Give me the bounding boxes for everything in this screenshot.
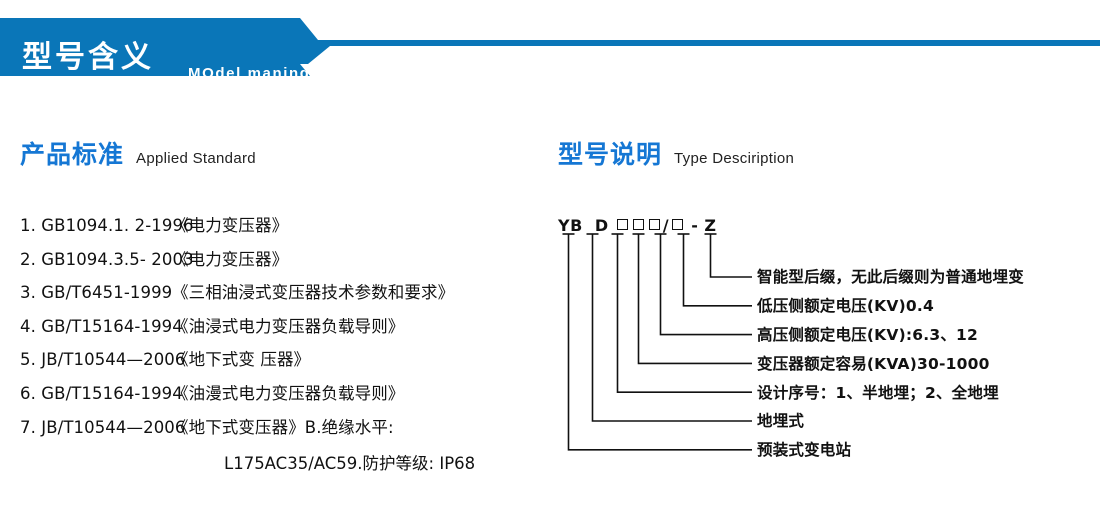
- type-code-box-2: [633, 219, 645, 230]
- type-code-box-1: [617, 219, 629, 230]
- type-description-item: 智能型后缀，无此后缀则为普通地埋变: [757, 268, 1024, 287]
- standard-item: 4. GB/T15164-1994《油浸式电力变压器负载导则》: [20, 316, 560, 337]
- standard-title: 《油漫式电力变压器负载导则》: [172, 384, 405, 404]
- standard-code: 6. GB/T15164-1994: [20, 384, 183, 404]
- standard-continuation-line: L175AC35/AC59.防护等级: IP68: [224, 454, 476, 474]
- standard-code: 4. GB/T15164-1994: [20, 316, 183, 336]
- type-description-list: 智能型后缀，无此后缀则为普通地埋变低压侧额定电压(KV)0.4 高压侧额定电压(K…: [757, 262, 1024, 464]
- leader-line-6: [682, 234, 752, 307]
- standard-title: 《电力变压器》: [172, 249, 289, 269]
- section-heading-en: Type Desciription: [674, 150, 795, 167]
- type-code-box-4: [671, 219, 683, 230]
- standard-item: 5. JB/T10544—2006《地下式变 压器》: [20, 349, 560, 370]
- type-description-item: 低压侧额定电压(KV)0.4: [757, 297, 934, 316]
- standard-title: 《地下式变 压器》: [172, 350, 311, 370]
- standard-code: 3. GB/T6451-1999: [20, 283, 173, 303]
- type-code-box-3: [649, 219, 661, 230]
- leader-line-7: [709, 234, 752, 278]
- banner-subtitle: MOdel maning: [188, 65, 311, 82]
- standard-item: 1. GB1094.1. 2-1996《电力变压器》: [20, 215, 560, 236]
- standard-code: 7. JB/T10544—2006: [20, 417, 186, 437]
- standards-list: 1. GB1094.1. 2-1996《电力变压器》2. GB1094.3.5-…: [20, 215, 560, 474]
- type-code-dash: -: [691, 216, 699, 235]
- standard-item: 2. GB1094.3.5- 2003《电力变压器》: [20, 249, 560, 270]
- leader-line-2: [591, 234, 752, 422]
- section-heading-applied-standard: 产品标准 Applied Standard: [20, 142, 256, 167]
- spacer: [609, 216, 615, 235]
- standard-code: 2. GB1094.3.5- 2003: [20, 249, 194, 269]
- type-description-item: 变压器额定容易(KVA)30-1000: [757, 354, 990, 373]
- type-code-string: YB D / - Z: [558, 218, 717, 234]
- leader-line-4: [637, 234, 752, 365]
- banner-title: 型号含义: [22, 40, 154, 75]
- type-description-item: 设计序号：1、半地埋；2、全地埋: [757, 383, 999, 402]
- page-banner: 型号含义 MOdel maning: [0, 18, 1100, 82]
- type-code-suffix-z: Z: [704, 216, 717, 235]
- spacer: [583, 216, 595, 235]
- standard-item: 6. GB/T15164-1994《油漫式电力变压器负载导则》: [20, 383, 560, 404]
- standard-title: 《油浸式电力变压器负载导则》: [172, 316, 405, 336]
- banner-shape: [0, 18, 1100, 76]
- leader-line-3: [616, 234, 752, 393]
- section-heading-cn: 型号说明: [558, 140, 663, 169]
- type-code-slash: /: [662, 216, 670, 235]
- leader-line-1: [567, 234, 752, 451]
- standard-item: 3. GB/T6451-1999《三相油浸式变压器技术参数和要求》: [20, 282, 560, 303]
- section-heading-type-description: 型号说明 Type Desciription: [558, 142, 794, 167]
- standard-item: 7. JB/T10544—2006《地下式变压器》B.绝缘水平:: [20, 417, 560, 438]
- type-description-item: 地埋式: [757, 412, 805, 431]
- type-description-item: 预装式变电站: [757, 441, 852, 460]
- type-code-prefix-yb: YB: [558, 216, 583, 235]
- type-code-prefix-d: D: [594, 216, 609, 235]
- section-heading-cn: 产品标准: [20, 140, 125, 169]
- standard-title: 《地下式变压器》B.绝缘水平:: [172, 417, 394, 437]
- type-description-item: 高压侧额定电压(KV):6.3、12: [757, 325, 979, 344]
- standard-title: 《三相油浸式变压器技术参数和要求》: [172, 283, 455, 303]
- leader-line-5: [659, 234, 752, 336]
- standard-code: 1. GB1094.1. 2-1996: [20, 216, 194, 235]
- standard-code: 5. JB/T10544—2006: [20, 350, 186, 370]
- section-heading-en: Applied Standard: [136, 150, 256, 167]
- standard-title: 《电力变压器》: [172, 216, 289, 235]
